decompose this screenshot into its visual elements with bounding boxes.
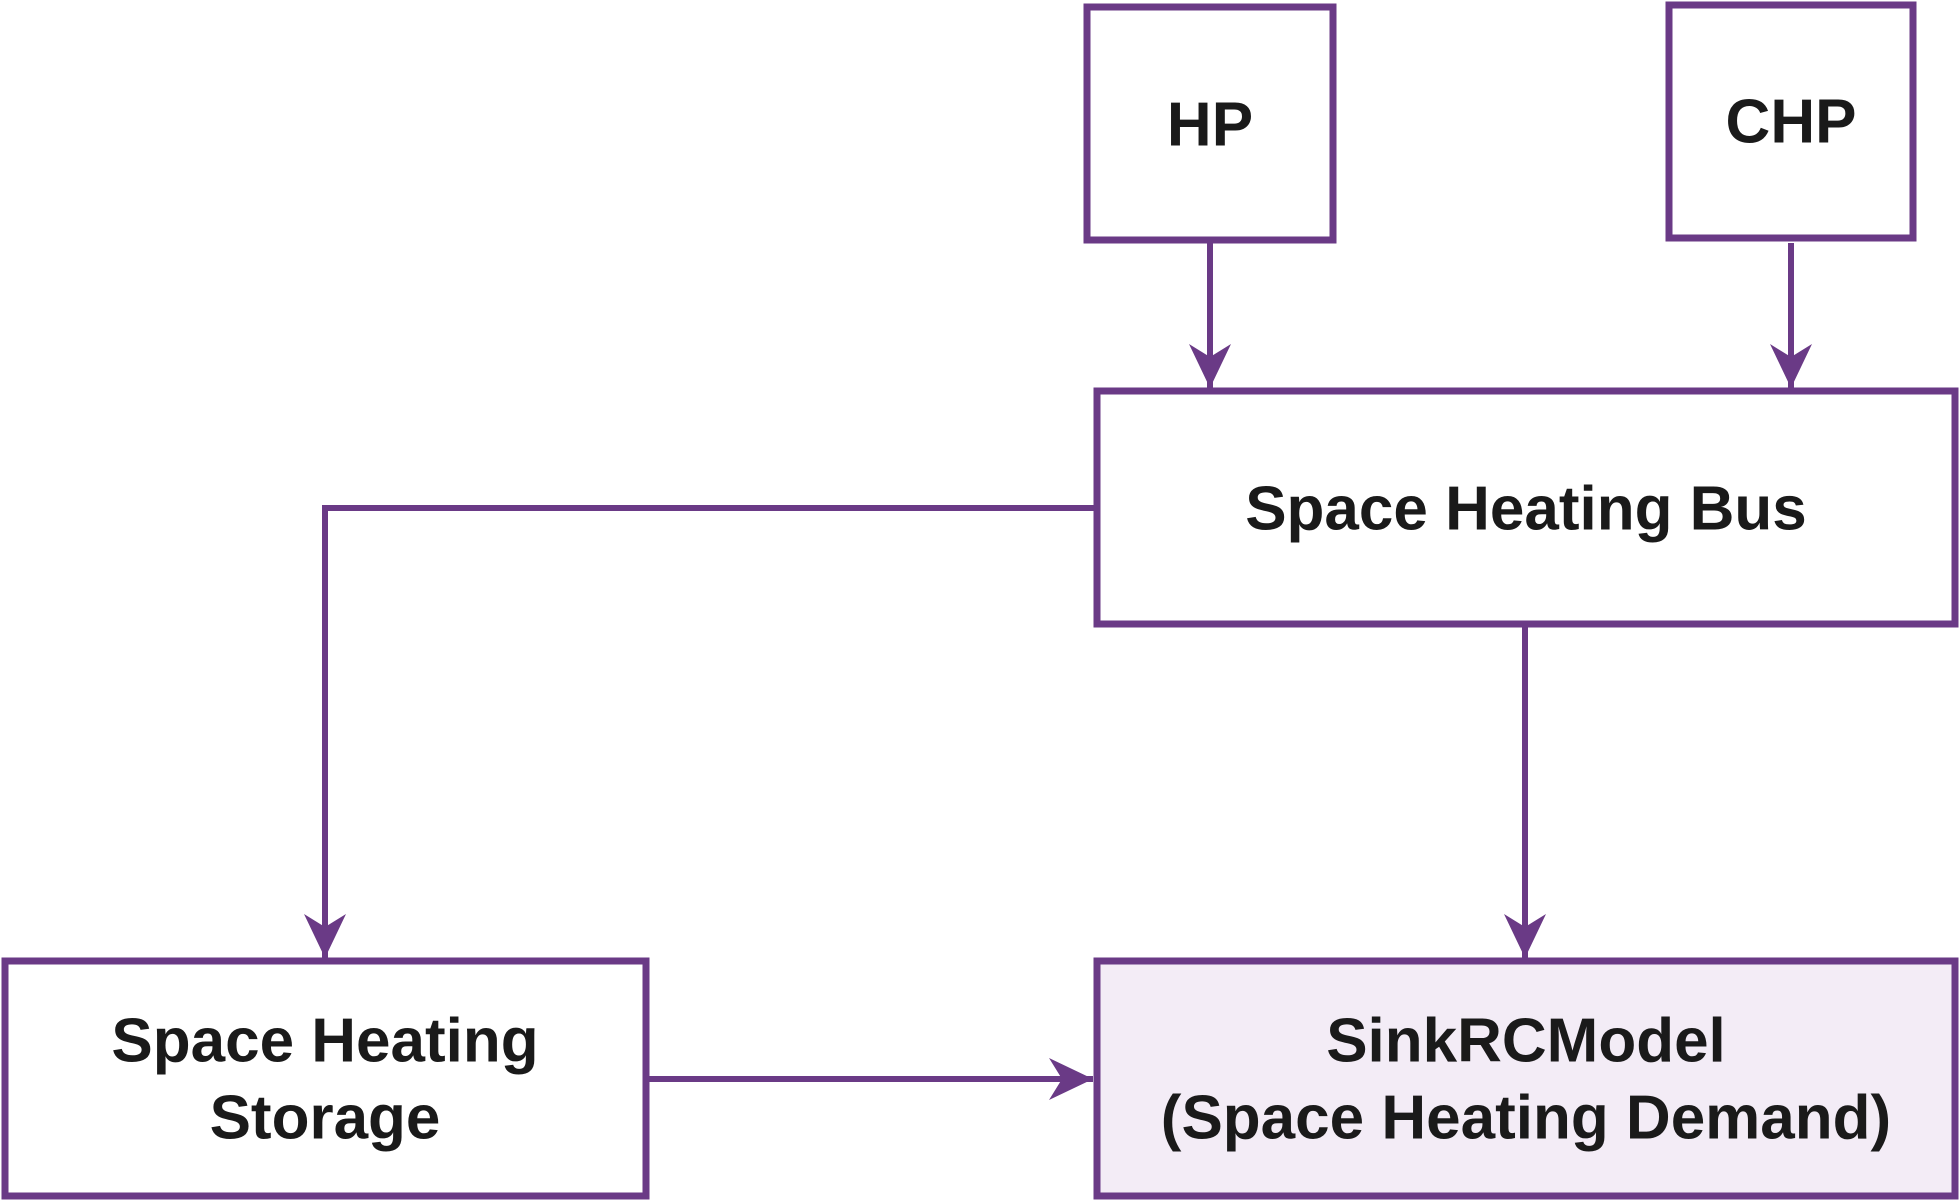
- node-space-heating-bus: Space Heating Bus: [1093, 387, 1959, 628]
- node-sink-rc-model-label-line2: (Space Heating Demand): [1161, 1084, 1891, 1153]
- node-hp: HP: [1083, 3, 1337, 244]
- node-chp-label: CHP: [1726, 88, 1857, 157]
- node-space-heating-storage-label-line2: Storage: [210, 1084, 441, 1153]
- edge-bus-to-storage: [304, 505, 1096, 958]
- node-hp-label: HP: [1167, 91, 1253, 160]
- node-space-heating-bus-box: [1093, 387, 1959, 628]
- node-space-heating-bus-label: Space Heating Bus: [1245, 475, 1807, 544]
- node-space-heating-storage: Space Heating Storage: [1, 957, 650, 1200]
- node-sink-rc-model-label-line1: SinkRCModel: [1326, 1007, 1726, 1076]
- node-space-heating-storage-label-line1: Space Heating: [111, 1007, 538, 1076]
- node-chp: CHP: [1665, 1, 1917, 242]
- node-chp-box: [1665, 1, 1917, 242]
- node-sink-rc-model-box: [1093, 957, 1959, 1200]
- node-hp-box: [1083, 3, 1337, 244]
- node-sink-rc-model: SinkRCModel (Space Heating Demand): [1093, 957, 1959, 1200]
- node-space-heating-storage-box: [1, 957, 650, 1200]
